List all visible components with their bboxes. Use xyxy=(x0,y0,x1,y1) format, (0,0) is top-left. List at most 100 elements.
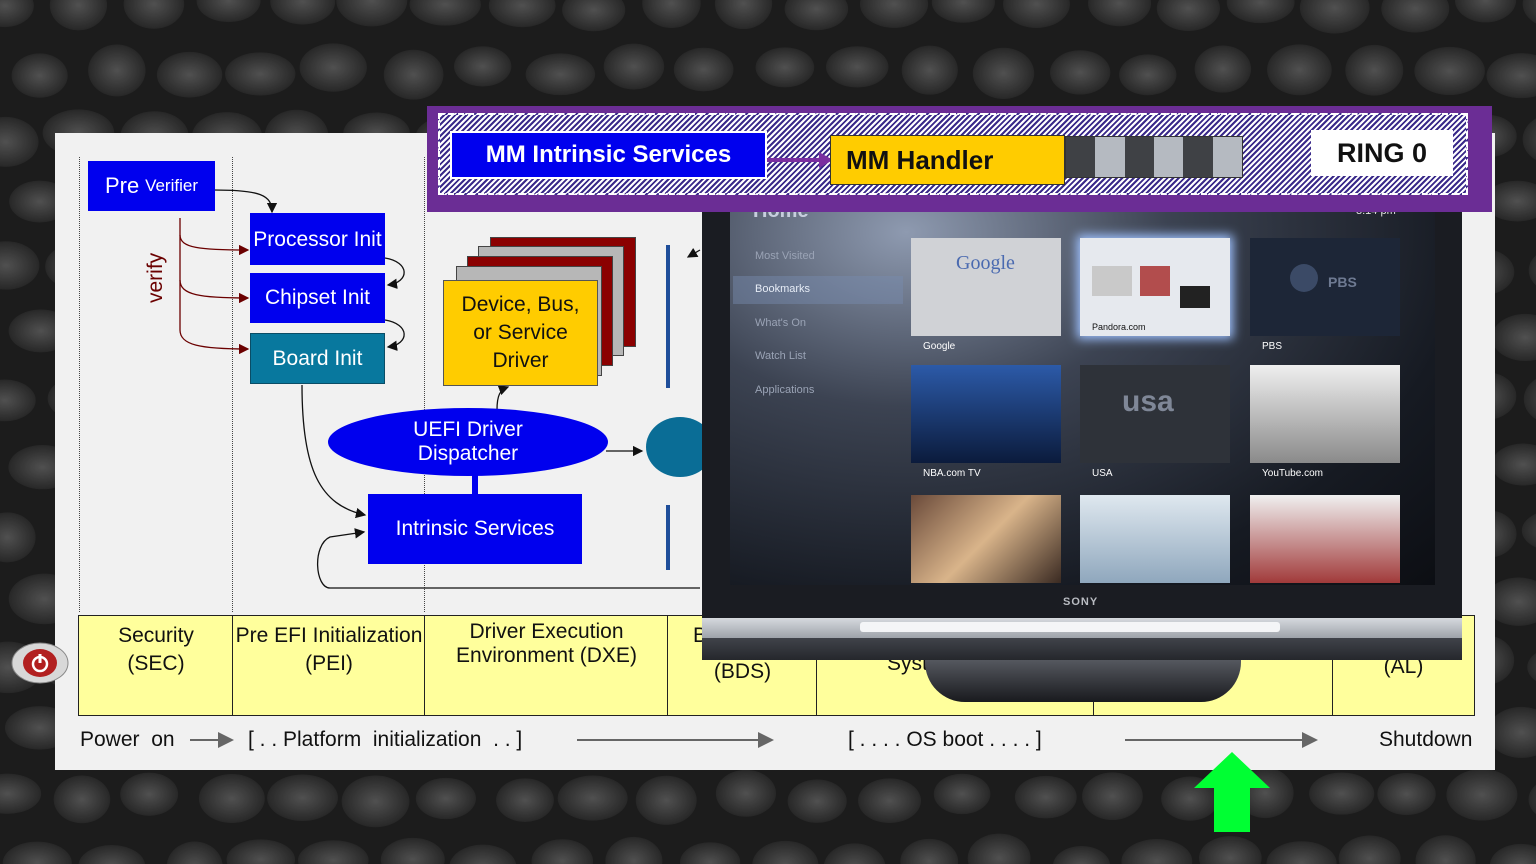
background-blob xyxy=(383,49,444,100)
tv-menu-item[interactable]: Watch List xyxy=(755,350,806,362)
background-blob xyxy=(755,47,815,88)
mm-intrinsic-services-box: MM Intrinsic Services xyxy=(450,131,767,179)
background-blob xyxy=(1487,706,1536,758)
background-blob xyxy=(0,0,34,28)
background-blob xyxy=(1050,50,1111,95)
tv-tile-usa[interactable]: usa USA xyxy=(1080,365,1230,479)
background-blob xyxy=(380,837,445,864)
background-blob xyxy=(826,46,889,88)
background-blob xyxy=(341,775,410,828)
mm-handler-slots xyxy=(1065,136,1243,178)
mm-arrow xyxy=(767,152,833,168)
background-blob xyxy=(1345,44,1404,96)
background-blob xyxy=(823,843,886,864)
background-blob xyxy=(673,47,734,92)
background-blob xyxy=(1415,835,1476,864)
background-blob xyxy=(1454,0,1517,23)
background-blob xyxy=(11,53,68,98)
up-arrow-icon xyxy=(1194,752,1270,832)
background-blob xyxy=(1003,0,1070,28)
background-blob xyxy=(605,836,663,864)
background-blob xyxy=(123,0,185,29)
tv-stand xyxy=(925,660,1241,702)
background-blob xyxy=(0,379,36,422)
background-blob xyxy=(1156,0,1220,32)
background-blob xyxy=(1266,841,1337,864)
background-blob xyxy=(1527,653,1536,681)
power-icon[interactable] xyxy=(10,640,70,686)
tv-menu-item[interactable]: Applications xyxy=(755,384,815,396)
background-blob xyxy=(409,0,481,26)
tv-menu-selection xyxy=(733,276,903,304)
background-blob xyxy=(166,841,223,864)
tv-menu-item[interactable]: Bookmarks xyxy=(755,283,811,295)
background-blob xyxy=(198,774,265,824)
background-blob xyxy=(1446,769,1518,821)
timeline-shutdown: Shutdown xyxy=(1379,728,1473,751)
tv-menu-item[interactable]: Most Visited xyxy=(755,250,815,262)
tv-tile-pbs[interactable]: PBS PBS xyxy=(1250,238,1400,352)
background-blob xyxy=(1486,53,1536,99)
background-blob xyxy=(1299,0,1370,34)
background-blob xyxy=(0,773,42,814)
background-blob xyxy=(1198,836,1262,864)
tv-tile-label: NBA.com TV xyxy=(923,468,981,479)
timeline-power-on: Power on xyxy=(80,728,175,751)
background-blob xyxy=(714,0,773,30)
tv-tile-youtube[interactable]: YouTube.com xyxy=(1250,365,1400,479)
background-blob xyxy=(901,45,958,95)
phase-sec: Security (SEC) xyxy=(78,615,233,716)
background-blob xyxy=(488,0,556,28)
tv-bezel-bottom xyxy=(702,638,1462,660)
background-blob xyxy=(1082,772,1143,821)
background-blob xyxy=(933,773,991,815)
background-blob xyxy=(900,838,959,864)
background-blob xyxy=(53,775,111,824)
background-blob xyxy=(267,774,338,821)
background-blob xyxy=(2,841,72,864)
column-divider xyxy=(424,157,425,612)
background-blob xyxy=(635,775,697,825)
phase-bds-label-bottom: (BDS) xyxy=(713,660,772,683)
background-blob xyxy=(336,0,408,27)
background-blob xyxy=(967,833,1031,864)
background-blob xyxy=(0,241,40,290)
background-blob xyxy=(784,0,849,31)
ring-0-label: RING 0 xyxy=(1311,130,1453,176)
uefi-driver-dispatcher: UEFI Driver Dispatcher xyxy=(328,408,608,476)
mm-handler-box: MM Handler xyxy=(830,135,1065,185)
tv-tile-nba[interactable]: NBA.com TV xyxy=(911,365,1061,479)
background-blob xyxy=(557,775,628,821)
tv-menu-item[interactable]: What's On xyxy=(755,317,807,329)
tv-tile-sports[interactable] xyxy=(1250,495,1400,583)
tv-tile-label: YouTube.com xyxy=(1262,468,1323,479)
tv-tile-vevo[interactable] xyxy=(911,495,1061,583)
background-blob xyxy=(931,0,995,23)
background-blob xyxy=(1522,118,1536,161)
background-blob xyxy=(1522,0,1536,24)
phase-pei-label: Pre EFI Initialization (PEI) xyxy=(235,624,423,675)
pre-verifier-text-2: Verifier xyxy=(145,176,198,195)
background-blob xyxy=(525,53,596,96)
background-blob xyxy=(715,769,777,817)
background-blob xyxy=(1088,0,1152,27)
tv-tile-label: USA xyxy=(1092,468,1113,479)
tv-bezel-highlight xyxy=(860,622,1280,632)
column-divider xyxy=(232,157,233,612)
phase-pei: Pre EFI Initialization (PEI) xyxy=(232,615,425,716)
background-blob xyxy=(858,778,921,823)
timeline-platform: [ . . Platform initialization . . ] xyxy=(248,728,523,751)
background-blob xyxy=(1053,845,1111,864)
tv-tile-pandora[interactable]: Pandora.com xyxy=(1080,238,1230,336)
phase-dxe-label: Driver Execution Environment (DXE) xyxy=(456,620,637,667)
background-blob xyxy=(1528,784,1536,815)
background-blob xyxy=(0,512,36,563)
background-blob xyxy=(1491,313,1536,362)
tv-tile-google[interactable]: Google Google xyxy=(911,238,1061,352)
tv-tile-twitter[interactable] xyxy=(1080,495,1230,583)
tv-brand-logo: SONY xyxy=(1063,596,1099,608)
background-blob xyxy=(1121,839,1193,864)
timeline-os-boot: [ . . . . OS boot . . . . ] xyxy=(848,728,1042,751)
background-blob xyxy=(1014,775,1077,819)
